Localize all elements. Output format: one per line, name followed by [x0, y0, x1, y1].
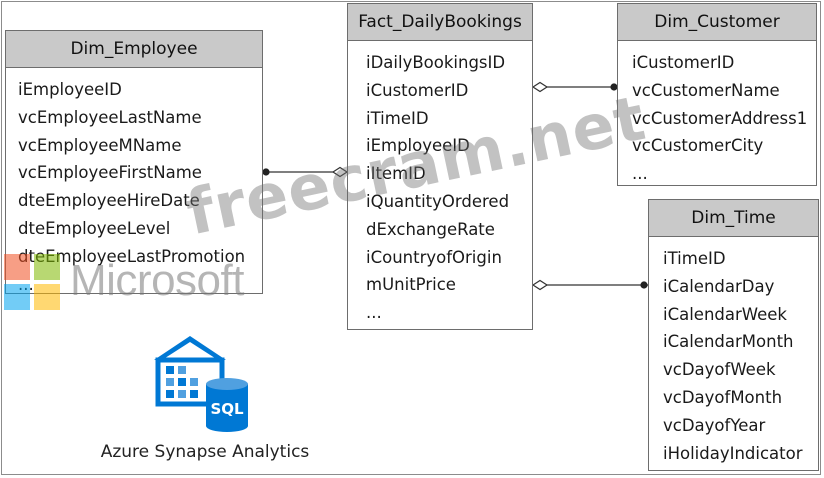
field: dExchangeRate — [366, 219, 495, 239]
field: iEmployeeID — [366, 136, 470, 156]
field: vcDayofWeek — [663, 360, 776, 380]
entity-title: Dim_Customer — [618, 4, 816, 41]
field: iCalendarWeek — [663, 304, 787, 324]
field: vcEmployeeLastName — [18, 107, 202, 127]
entity-title: Fact_DailyBookings — [348, 4, 532, 41]
synapse-label: Azure Synapse Analytics — [100, 442, 310, 462]
field: mUnitPrice — [366, 275, 456, 295]
field: iCalendarDay — [663, 276, 775, 296]
microsoft-logo: Microsoft — [4, 252, 264, 314]
entity-dim-time: Dim_Time iTimeID iCalendarDay iCalendarW… — [648, 199, 819, 471]
field: vcEmployeeFirstName — [18, 163, 202, 183]
field: iCountryofOrigin — [366, 247, 502, 267]
field-list: iCustomerID vcCustomerName vcCustomerAdd… — [618, 41, 816, 188]
entity-dim-customer: Dim_Customer iCustomerID vcCustomerName … — [617, 3, 817, 186]
field: ... — [632, 164, 648, 184]
field: vcCustomerCity — [632, 136, 764, 156]
microsoft-logo-square — [4, 254, 30, 280]
azure-synapse-icon: SQL — [154, 336, 248, 432]
entity-dim-employee: Dim_Employee iEmployeeID vcEmployeeLastN… — [5, 30, 263, 294]
field: iCustomerID — [366, 80, 469, 100]
field: iCalendarMonth — [663, 332, 794, 352]
field: ... — [366, 303, 382, 323]
field: vcDayofYear — [663, 415, 766, 435]
field: vcDayofMonth — [663, 387, 783, 407]
entity-title: Dim_Time — [649, 200, 818, 237]
field: iTimeID — [663, 249, 726, 268]
field: iEmployeeID — [18, 80, 122, 99]
field: dteEmployeeHireDate — [18, 191, 200, 211]
entity-fact-dailybookings: Fact_DailyBookings iDailyBookingsID iCus… — [347, 3, 533, 330]
field: iCustomerID — [632, 53, 735, 72]
field-list: iTimeID iCalendarDay iCalendarWeek iCale… — [649, 237, 818, 467]
microsoft-logo-square — [34, 284, 60, 310]
microsoft-logo-text: Microsoft — [70, 256, 244, 305]
field: iHolidayIndicator — [663, 443, 803, 463]
field: dteEmployeeLastPromotion — [18, 246, 246, 266]
field: iQuantityOrdered — [366, 191, 510, 211]
microsoft-logo-square — [34, 254, 60, 280]
field: vcEmployeeMName — [18, 135, 182, 155]
entity-title: Dim_Employee — [6, 31, 262, 68]
field-list: iDailyBookingsID iCustomerID iTimeID iEm… — [348, 41, 532, 327]
field: iDailyBookingsID — [366, 53, 506, 72]
field: vcCustomerAddress1 — [632, 108, 808, 128]
field: iTimeID — [366, 108, 429, 128]
field: vcCustomerName — [632, 80, 780, 100]
field: iItemID — [366, 164, 426, 184]
field: dteEmployeeLevel — [18, 218, 171, 238]
microsoft-logo-square — [4, 284, 30, 310]
sql-icon-text: SQL — [210, 400, 244, 418]
